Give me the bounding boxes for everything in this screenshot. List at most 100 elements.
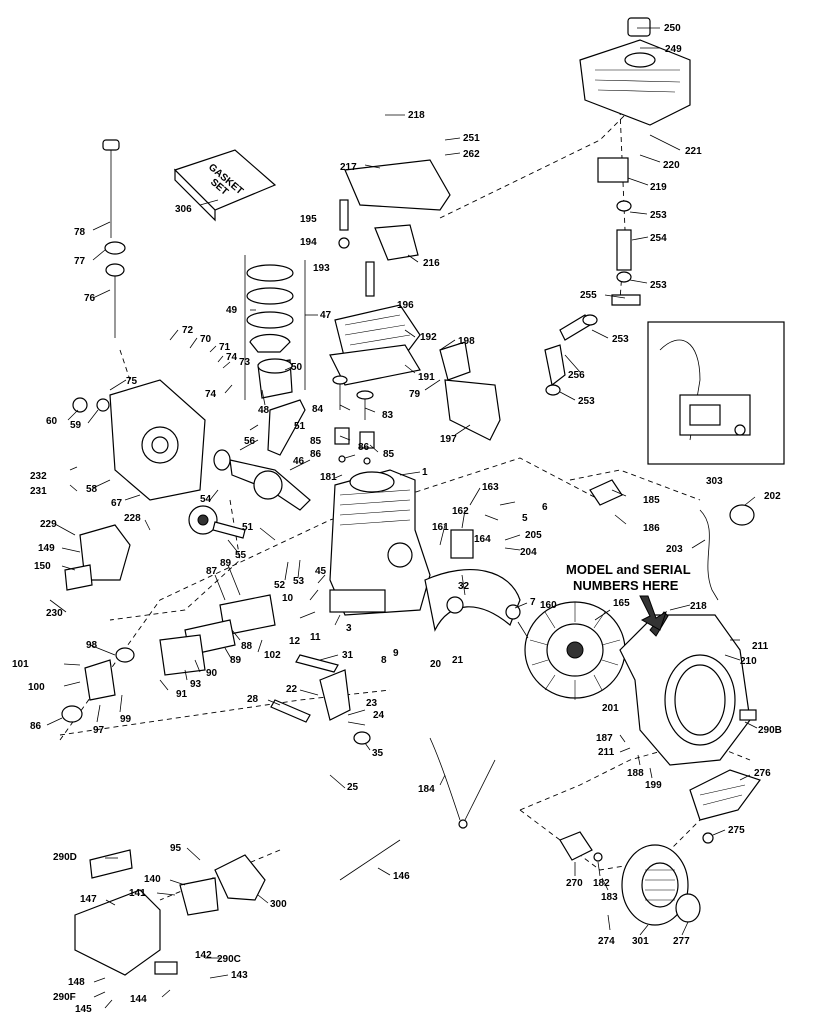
label-232: 232 bbox=[30, 471, 47, 482]
piston-rings bbox=[244, 255, 306, 400]
model-notice-line1: MODEL and SERIAL bbox=[566, 562, 691, 577]
label-253d: 253 bbox=[578, 396, 595, 407]
label-274: 274 bbox=[598, 936, 615, 947]
label-144: 144 bbox=[130, 994, 147, 1005]
label-67: 67 bbox=[111, 498, 123, 509]
label-211b: 211 bbox=[598, 747, 615, 758]
label-72: 72 bbox=[182, 325, 194, 336]
ignition-module bbox=[450, 479, 755, 601]
label-84: 84 bbox=[312, 404, 324, 415]
label-45: 45 bbox=[315, 566, 327, 577]
label-100: 100 bbox=[28, 682, 45, 693]
label-89b: 89 bbox=[230, 655, 242, 666]
ignition-wire bbox=[339, 737, 496, 881]
label-12: 12 bbox=[289, 636, 301, 647]
governor-linkage bbox=[270, 654, 371, 745]
label-50: 50 bbox=[291, 362, 303, 373]
label-205: 205 bbox=[525, 530, 542, 541]
label-24: 24 bbox=[373, 710, 385, 721]
muffler bbox=[64, 524, 131, 591]
label-6: 6 bbox=[542, 502, 548, 513]
label-56: 56 bbox=[244, 436, 256, 447]
label-230: 230 bbox=[46, 608, 63, 619]
label-54: 54 bbox=[200, 494, 212, 505]
label-220: 220 bbox=[663, 160, 680, 171]
label-3: 3 bbox=[346, 623, 352, 634]
label-204: 204 bbox=[520, 547, 537, 558]
label-276: 276 bbox=[754, 768, 771, 779]
label-70: 70 bbox=[200, 334, 212, 345]
label-262: 262 bbox=[463, 149, 480, 160]
label-53: 53 bbox=[293, 576, 305, 587]
label-32: 32 bbox=[458, 581, 470, 592]
label-229: 229 bbox=[40, 519, 57, 530]
label-89a: 89 bbox=[220, 558, 232, 569]
label-74a: 74 bbox=[226, 352, 238, 363]
label-253a: 253 bbox=[650, 210, 667, 221]
cylinder-head bbox=[329, 159, 451, 386]
label-23: 23 bbox=[366, 698, 378, 709]
label-99: 99 bbox=[120, 714, 132, 725]
label-187: 187 bbox=[596, 733, 613, 744]
label-74b: 74 bbox=[205, 389, 217, 400]
label-10: 10 bbox=[282, 593, 294, 604]
label-211a: 211 bbox=[752, 641, 769, 652]
label-86b: 86 bbox=[358, 442, 370, 453]
label-143: 143 bbox=[231, 970, 248, 981]
label-49: 49 bbox=[226, 305, 238, 316]
label-182: 182 bbox=[593, 878, 610, 889]
label-184: 184 bbox=[418, 784, 435, 795]
label-228: 228 bbox=[124, 513, 141, 524]
label-91: 91 bbox=[176, 689, 188, 700]
fuel-tank bbox=[579, 17, 691, 126]
label-88: 88 bbox=[241, 641, 253, 652]
label-9: 9 bbox=[393, 648, 399, 659]
label-140: 140 bbox=[144, 874, 161, 885]
leader-lines bbox=[46, 27, 758, 1009]
label-147: 147 bbox=[80, 894, 97, 905]
label-250: 250 bbox=[664, 23, 681, 34]
label-290C: 290C bbox=[217, 954, 241, 965]
label-97: 97 bbox=[93, 725, 105, 736]
label-162: 162 bbox=[452, 506, 469, 517]
intake-parts bbox=[61, 594, 276, 723]
gasket-set-box: GASKET SET bbox=[173, 149, 277, 222]
label-181: 181 bbox=[320, 472, 337, 483]
carburetor bbox=[74, 849, 266, 976]
label-93: 93 bbox=[190, 679, 202, 690]
label-22: 22 bbox=[286, 684, 298, 695]
model-serial-notice: MODEL and SERIAL NUMBERS HERE bbox=[566, 562, 691, 631]
label-164: 164 bbox=[474, 534, 491, 545]
label-58: 58 bbox=[86, 484, 98, 495]
dipstick-tube bbox=[102, 139, 126, 338]
label-300: 300 bbox=[270, 899, 287, 910]
backing-plate bbox=[424, 569, 521, 632]
label-218b: 218 bbox=[690, 601, 707, 612]
label-28: 28 bbox=[247, 694, 259, 705]
label-150: 150 bbox=[34, 561, 51, 572]
label-86c: 86 bbox=[30, 721, 42, 732]
shroud-plate bbox=[439, 341, 501, 441]
label-101: 101 bbox=[12, 659, 29, 670]
label-142: 142 bbox=[195, 950, 212, 961]
label-78: 78 bbox=[74, 227, 86, 238]
label-270: 270 bbox=[566, 878, 583, 889]
label-51a: 51 bbox=[294, 421, 306, 432]
label-290F: 290F bbox=[53, 992, 76, 1003]
label-185: 185 bbox=[643, 495, 660, 506]
label-25: 25 bbox=[347, 782, 359, 793]
label-256: 256 bbox=[568, 370, 585, 381]
label-1: 1 bbox=[422, 467, 428, 478]
label-75: 75 bbox=[126, 376, 138, 387]
label-253c: 253 bbox=[612, 334, 629, 345]
label-255: 255 bbox=[580, 290, 597, 301]
label-31: 31 bbox=[342, 650, 354, 661]
label-48: 48 bbox=[258, 405, 270, 416]
label-221: 221 bbox=[685, 146, 702, 157]
label-11: 11 bbox=[310, 632, 321, 643]
label-197: 197 bbox=[440, 434, 457, 445]
label-216: 216 bbox=[423, 258, 440, 269]
fuel-line-parts bbox=[544, 157, 641, 396]
valves-springs bbox=[332, 375, 375, 465]
